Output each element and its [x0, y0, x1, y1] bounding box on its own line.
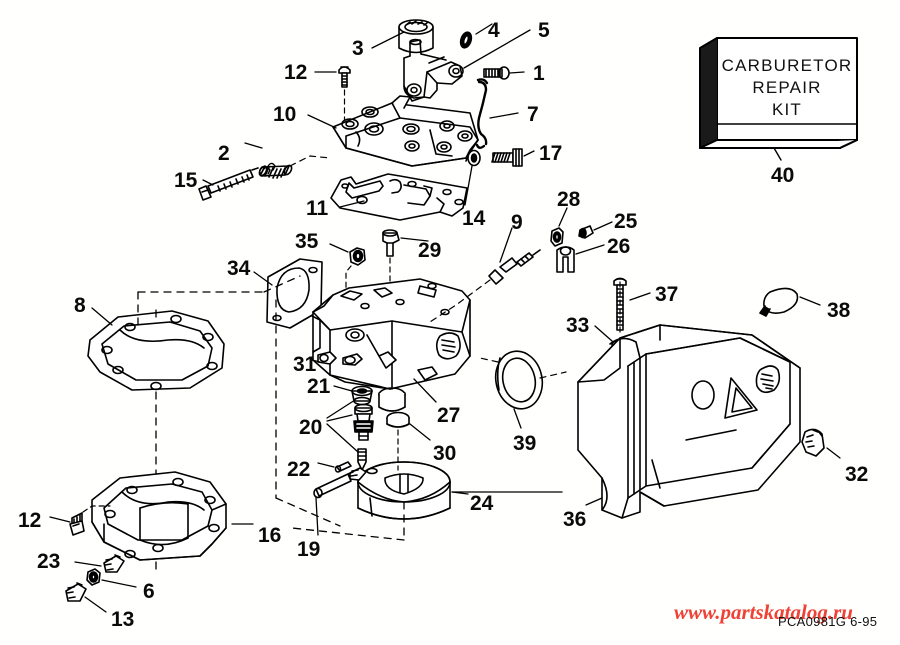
part-7-link-rod — [475, 78, 489, 149]
callout-28: 28 — [557, 188, 581, 211]
diagram-part-number: PCA0981G 6-95 — [778, 614, 878, 629]
part-9-mixture-screw — [488, 249, 541, 285]
callout-40: 40 — [771, 164, 795, 187]
callout-8: 8 — [74, 294, 86, 317]
kit-label-line1: CARBURETOR — [721, 56, 853, 75]
part-34-gasket — [266, 258, 323, 329]
callout-19: 19 — [297, 538, 321, 561]
part-11-gasket-plate — [330, 173, 468, 221]
site-watermark: www.partskatalog.ru — [674, 600, 853, 624]
callout-36: 36 — [563, 508, 587, 531]
part-16-intake-manifold — [91, 471, 227, 561]
part-20-needle — [357, 448, 367, 471]
callout-25: 25 — [614, 210, 638, 233]
part-14-bushing — [465, 149, 481, 167]
part-39-seal-ring — [494, 350, 544, 410]
callout-29: 29 — [418, 239, 442, 262]
callout-23: 23 — [37, 550, 61, 573]
part-20-needle-seat — [353, 403, 374, 441]
part-30-plug — [386, 411, 410, 428]
callout-30: 30 — [433, 442, 457, 465]
callout-38: 38 — [827, 299, 851, 322]
callout-32: 32 — [845, 463, 869, 486]
callout-15: 15 — [174, 169, 198, 192]
part-26-clip — [556, 246, 575, 273]
callout-33: 33 — [566, 314, 590, 337]
part-38-retainer — [759, 287, 799, 317]
callout-9: 9 — [511, 211, 523, 234]
part-15-screw — [198, 167, 259, 201]
callout-22: 22 — [287, 458, 311, 481]
callout-10: 10 — [273, 103, 297, 126]
part-29-fitting — [382, 229, 400, 257]
part-4-oring — [459, 31, 473, 49]
callout-27: 27 — [437, 404, 461, 427]
callout-34: 34 — [227, 257, 251, 280]
part-1-screw — [483, 66, 510, 80]
callout-26: 26 — [607, 235, 631, 258]
callout-6: 6 — [143, 580, 155, 603]
callout-4: 4 — [488, 19, 500, 42]
part-23-fitting — [103, 554, 125, 573]
part-24-float-bowl — [357, 461, 451, 520]
part-36-air-silencer — [577, 324, 801, 519]
repair-kit-box — [699, 37, 858, 161]
callout-35: 35 — [295, 230, 319, 253]
part-25-retainer — [578, 225, 594, 239]
callout-31: 31 — [293, 353, 317, 376]
callout-20: 20 — [299, 416, 323, 439]
part-6-nut — [86, 568, 101, 586]
kit-label-line2: REPAIR — [752, 78, 822, 97]
part-21-washer — [351, 385, 373, 406]
callout-2: 2 — [218, 142, 230, 165]
part-22-pin — [334, 461, 352, 473]
callout-1: 1 — [533, 62, 545, 85]
part-28-bushing — [550, 227, 564, 247]
part-8-gasket — [87, 310, 225, 391]
part-32-clip — [801, 428, 825, 457]
callout-12b: 12 — [18, 509, 42, 532]
callout-24: 24 — [470, 492, 494, 515]
callout-37: 37 — [655, 283, 679, 306]
callout-13: 13 — [111, 608, 135, 631]
part-13-fitting — [65, 582, 87, 602]
part-24-side-fitting — [349, 467, 367, 481]
callout-7: 7 — [527, 103, 539, 126]
callout-21: 21 — [307, 375, 331, 398]
part-10-top-cover — [332, 95, 479, 167]
part-27-carburetor-body — [311, 278, 471, 412]
callout-5: 5 — [538, 19, 550, 42]
part-17-screw — [491, 148, 523, 167]
part-2-spring — [258, 162, 293, 179]
callout-16: 16 — [258, 524, 282, 547]
callout-17: 17 — [539, 142, 563, 165]
part-12b-screw — [69, 512, 85, 536]
part-5-throttle-lever — [403, 38, 464, 102]
part-12-screw — [338, 66, 351, 88]
part-19-hinge-pin — [313, 471, 354, 499]
callout-11: 11 — [306, 197, 329, 220]
callout-3: 3 — [352, 37, 364, 60]
callout-12: 12 — [284, 61, 308, 84]
callout-39: 39 — [513, 432, 537, 455]
part-3-cap — [398, 19, 434, 54]
kit-label-line3: KIT — [771, 100, 803, 119]
callout-14: 14 — [462, 207, 486, 230]
part-35-nut — [349, 247, 366, 266]
